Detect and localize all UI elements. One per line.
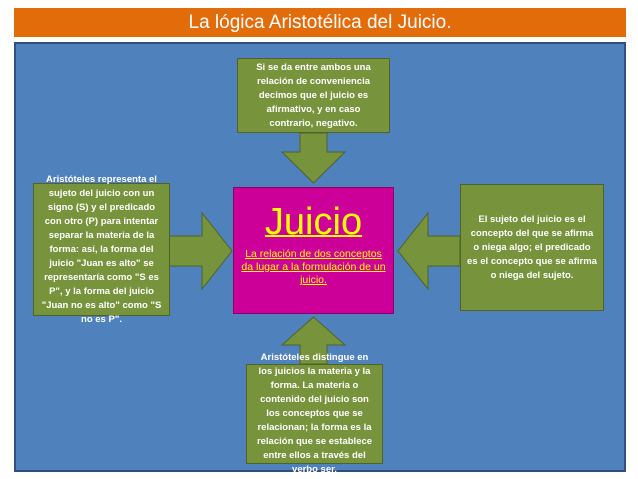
arrow-up (280, 316, 347, 365)
title-bar: La lógica Aristotélica del Juicio. (14, 8, 626, 37)
box-right: El sujeto del juicio es el concepto del … (460, 184, 604, 311)
box-top-text: Si se da entre ambos una relación de con… (256, 61, 371, 129)
box-left-text: Aristóteles representa el sujeto del jui… (41, 173, 162, 325)
arrow-left (397, 211, 461, 291)
page-title: La lógica Aristotélica del Juicio. (188, 11, 452, 33)
center-title: Juicio (264, 201, 363, 243)
box-top: Si se da entre ambos una relación de con… (237, 58, 390, 133)
arrow-down (280, 132, 347, 184)
box-right-text: El sujeto del juicio es el concepto del … (467, 213, 597, 281)
arrow-right (168, 211, 233, 291)
box-bottom-text: Aristóteles distingue en los juicios la … (256, 352, 373, 475)
box-bottom: Aristóteles distingue en los juicios la … (246, 352, 383, 475)
box-left: Aristóteles representa el sujeto del jui… (33, 174, 170, 325)
center-subtitle: La relación de dos conceptos da lugar a … (241, 248, 386, 286)
center-box: Juicio La relación de dos conceptos da l… (233, 187, 394, 314)
